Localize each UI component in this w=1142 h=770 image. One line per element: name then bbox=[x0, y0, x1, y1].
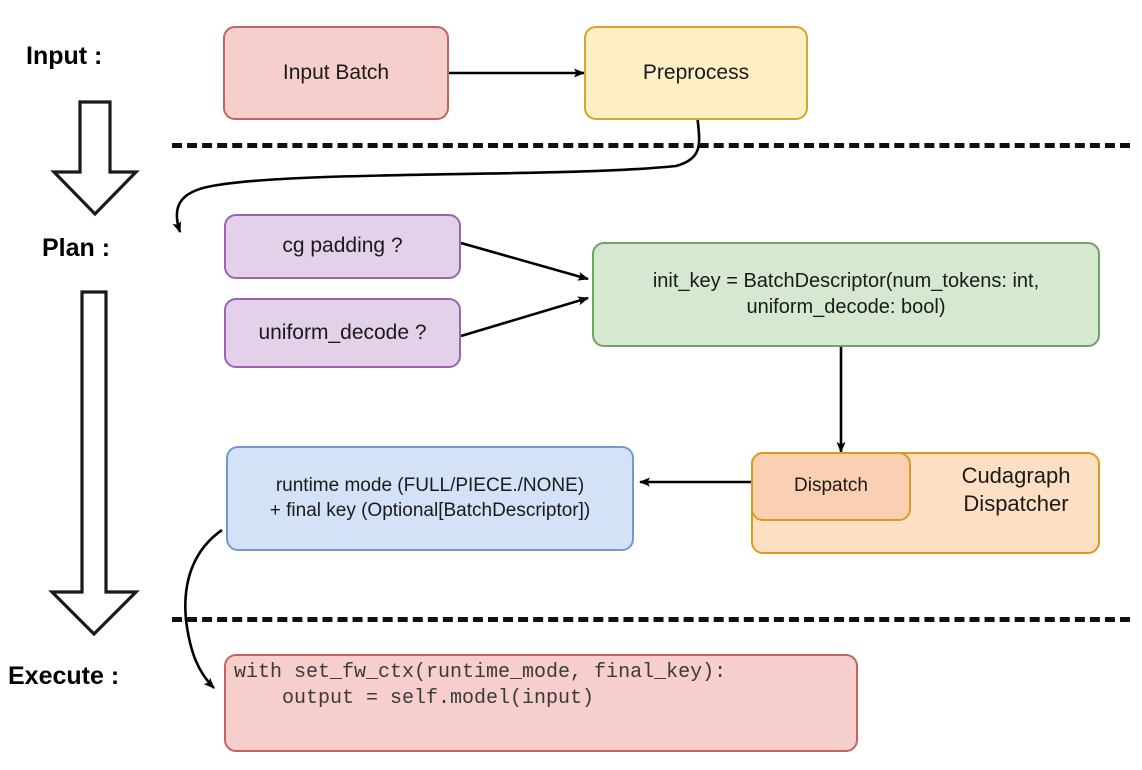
node-input-batch-label: Input Batch bbox=[282, 60, 390, 84]
node-batch-descriptor-line1: init_key = BatchDescriptor(num_tokens: i… bbox=[652, 269, 1040, 292]
node-execute-code-line1: with set_fw_ctx(runtime_mode, final_key)… bbox=[234, 661, 727, 684]
node-cudagraph-dispatcher-line2: Dispatcher bbox=[963, 491, 1069, 517]
node-cudagraph-dispatcher-line1: Cudagraph bbox=[961, 463, 1071, 488]
node-runtime-mode-line1: runtime mode (FULL/PIECE./NONE) bbox=[275, 475, 585, 497]
node-runtime-mode[interactable]: runtime mode (FULL/PIECE./NONE) + final … bbox=[226, 446, 634, 551]
node-dispatch-label: Dispatch bbox=[794, 475, 868, 497]
arrow-uniform-decode-to-batch-descriptor bbox=[460, 296, 589, 338]
stage-label-execute: Execute : bbox=[8, 662, 120, 690]
node-cg-padding[interactable]: cg padding ? bbox=[224, 214, 461, 279]
node-preprocess-label: Preprocess bbox=[642, 60, 750, 84]
node-dispatch[interactable]: Dispatch bbox=[751, 452, 911, 521]
arrow-cg-padding-to-batch-descriptor bbox=[460, 241, 589, 281]
node-batch-descriptor-line2: uniform_decode: bool) bbox=[746, 295, 946, 318]
plan-to-execute-arrow bbox=[48, 290, 140, 637]
node-input-batch[interactable]: Input Batch bbox=[223, 26, 449, 120]
stage-label-input: Input : bbox=[26, 42, 103, 70]
plan-execute-divider bbox=[172, 617, 1130, 622]
node-uniform-decode-label: uniform_decode ? bbox=[258, 320, 427, 344]
node-execute-code-line2: output = self.model(input) bbox=[234, 686, 595, 710]
node-uniform-decode[interactable]: uniform_decode ? bbox=[224, 298, 461, 368]
stage-label-plan: Plan : bbox=[42, 234, 111, 262]
node-preprocess[interactable]: Preprocess bbox=[584, 26, 808, 120]
node-cg-padding-label: cg padding ? bbox=[282, 234, 403, 258]
input-to-plan-arrow bbox=[50, 100, 140, 217]
input-plan-divider bbox=[172, 143, 1130, 148]
node-batch-descriptor[interactable]: init_key = BatchDescriptor(num_tokens: i… bbox=[592, 242, 1100, 347]
arrow-runtime-mode-to-execute-code bbox=[184, 528, 223, 689]
node-execute-code[interactable]: with set_fw_ctx(runtime_mode, final_key)… bbox=[224, 654, 858, 752]
node-runtime-mode-line2: + final key (Optional[BatchDescriptor]) bbox=[269, 499, 591, 521]
